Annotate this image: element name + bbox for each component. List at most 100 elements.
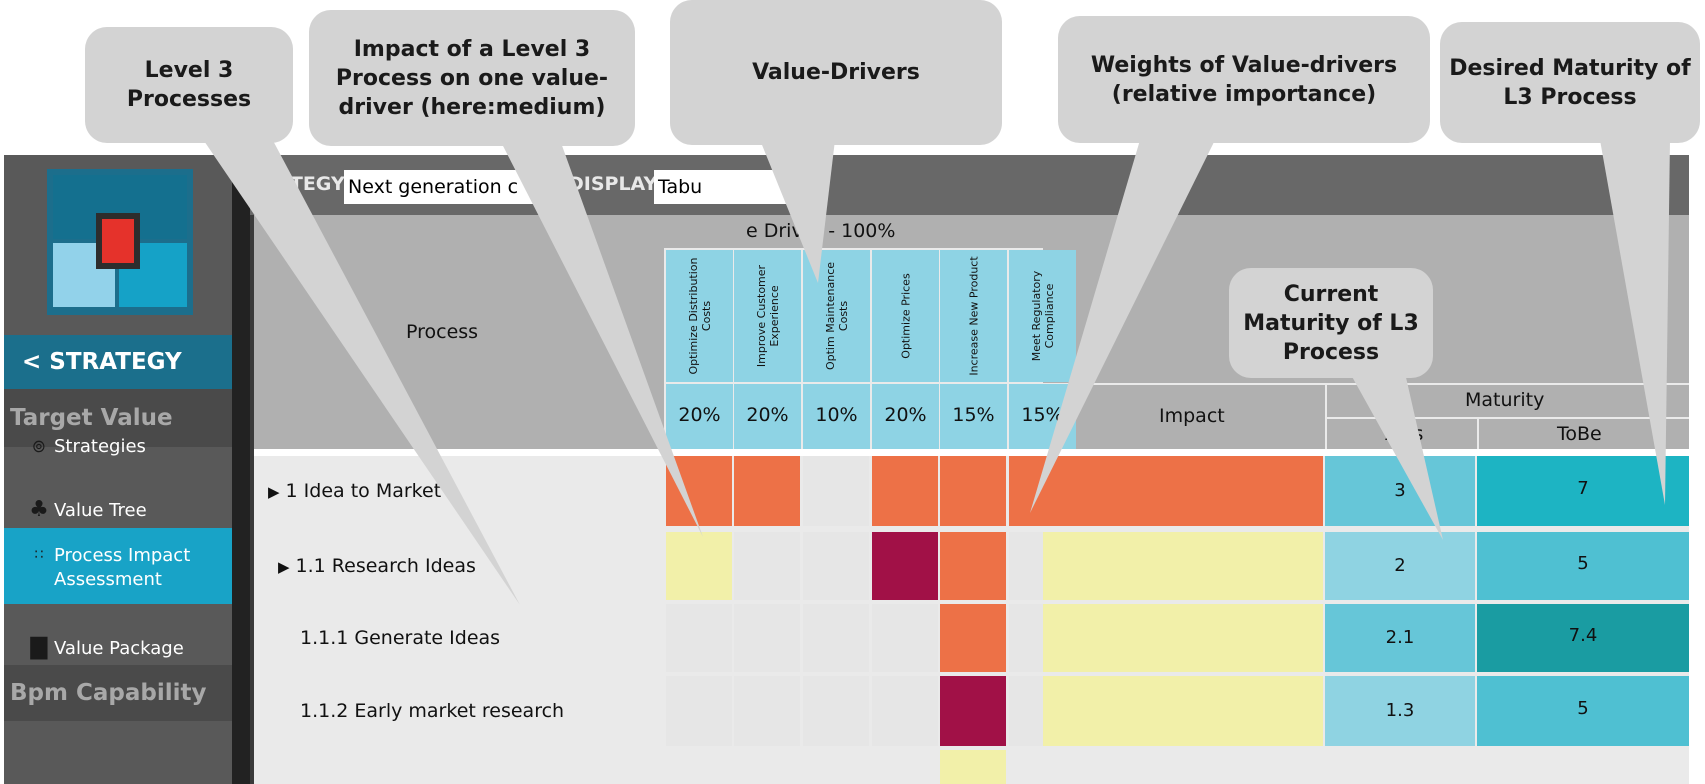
value-driver-name: Meet Regulatory Compliance [1029,270,1056,362]
impact-cell[interactable] [803,604,869,672]
impact-cell[interactable] [666,676,732,746]
sidebar-item-value-tree[interactable]: ♣ Value Tree [4,477,232,541]
back-to-strategy-link[interactable]: < STRATEGY [4,335,232,389]
impact-cell[interactable] [734,532,800,600]
impact-cell[interactable] [734,604,800,672]
asis-maturity-cell[interactable]: 2 [1325,532,1475,600]
value-driver-column-header[interactable]: Optimize Prices [872,250,939,382]
process-label[interactable]: 1.1.2 Early market research [300,700,564,722]
expand-arrow-icon[interactable]: ▶ [268,483,280,501]
strategy-search-input[interactable]: Next generation c [344,170,559,204]
process-header-label: Process [406,321,479,343]
app-logo [47,169,193,315]
process-name: 1 Idea to Market [285,480,442,502]
assessment-header-label: ent [1368,295,1400,317]
value-driver-weight[interactable]: 10% [803,384,870,449]
value-driver-weight[interactable]: 15% [940,384,1007,449]
value-driver-weight-label: 15% [1021,404,1064,426]
expand-arrow-icon[interactable]: ▶ [278,558,290,576]
value-driver-weight-label: 15% [952,404,995,426]
sidebar-item-label: Value Tree [54,500,147,521]
impact-cell[interactable] [666,456,732,526]
process-name: 1.1.2 Early market research [300,700,565,722]
maturity-header-label: Maturity [1465,389,1545,411]
tobe-maturity-cell[interactable]: 5 [1477,532,1689,600]
value-driver-weight-label: 20% [884,404,927,426]
process-label[interactable]: ▶1.1 Research Ideas [278,555,476,577]
total-impact-cell[interactable] [1043,604,1323,672]
value-driver-column-header[interactable]: Optim Maintenance Costs [803,250,870,382]
toolbar: RATEGY Next generation c 🔍︎ DISPLAY Tabu… [250,155,1689,215]
tobe-column-header: ToBe [1477,417,1689,449]
sidebar: < STRATEGY Target Value ๏ Strategies ♣ V… [4,155,232,784]
impact-cell[interactable] [872,676,938,746]
process-label[interactable]: 1.1.1 Generate Ideas [300,627,500,649]
value-driver-column-header[interactable]: Improve Customer Experience [734,250,801,382]
total-impact-cell[interactable] [1043,676,1323,746]
process-label[interactable]: ▶ 1 Idea to Market [268,480,441,502]
callout-value-drivers: Value-Drivers [670,0,1002,145]
tobe-header-label: ToBe [1557,423,1602,445]
impact-cell[interactable] [872,456,938,526]
sidebar-item-label: Value Package [54,638,184,659]
value-driver-group-label: e Driver - 100% [746,220,896,242]
impact-cell[interactable] [940,532,1006,600]
impact-cell[interactable] [940,456,1006,526]
chevron-down-icon[interactable]: ▼ [784,174,798,195]
impact-cell[interactable] [803,532,869,600]
tobe-maturity-cell[interactable]: 7 [1477,456,1689,526]
impact-cell[interactable] [666,532,732,600]
value-driver-column-header[interactable]: Increase New Product [940,250,1007,382]
callout-level3-processes: Level 3 Processes [85,27,293,143]
process-name: 1.1.1 Generate Ideas [300,627,501,649]
callout-desired-maturity: Desired Maturity of L3 Process [1440,22,1700,143]
sidebar-item-value-package[interactable]: ▇ Value Package [4,613,232,677]
callout-value-driver-weights: Weights of Value-drivers (relative impor… [1058,16,1430,143]
value-driver-name: Improve Customer Experience [754,264,781,368]
sidebar-item-process-impact-assessment[interactable]: ∷ Process Impact Assessment [4,528,232,604]
chart-icon: ▇ [30,635,48,660]
impact-cell[interactable] [734,676,800,746]
impact-cell[interactable] [734,456,800,526]
impact-cell[interactable] [872,532,938,600]
section-target-value[interactable]: Target Value [4,389,232,447]
impact-cell[interactable] [940,676,1006,746]
impact-cell[interactable] [940,604,1006,672]
asis-maturity-cell[interactable]: 1.3 [1325,676,1475,746]
value-driver-weight[interactable]: 15% [1009,384,1076,449]
asis-header-label: AsIs [1385,423,1424,445]
section-bpm-capability[interactable]: Bpm Capability [4,665,232,721]
maturity-header: Maturity [1325,383,1689,417]
tree-icon: ♣ [29,497,49,522]
tobe-maturity-cell[interactable]: 7.4 [1477,604,1689,672]
value-driver-column-header[interactable]: Optimize Distribution Costs [666,250,733,382]
asis-maturity-cell[interactable]: 3 [1325,456,1475,526]
value-driver-weight[interactable]: 20% [872,384,939,449]
tobe-maturity-cell[interactable]: 5 [1477,676,1689,746]
impact-cell[interactable] [666,604,732,672]
asis-maturity-cell[interactable]: 2.1 [1325,604,1475,672]
value-driver-weight-label: 10% [815,404,858,426]
value-driver-weight[interactable]: 20% [734,384,801,449]
impact-cell[interactable] [803,676,869,746]
sidebar-item-label: Strategies [54,436,146,457]
total-impact-cell[interactable] [1043,456,1323,526]
impact-cell[interactable] [940,750,1006,784]
value-driver-name: Increase New Product [967,256,980,376]
impact-cell[interactable] [803,456,869,526]
sidebar-item-strategies[interactable]: ๏ Strategies [4,413,232,477]
process-impact-table: Process e Driver - 100% ent Impact Matur… [254,215,1689,784]
strategy-input-value: Next generation c [348,176,519,198]
impact-cell[interactable] [872,604,938,672]
search-icon[interactable]: 🔍︎ [536,172,562,196]
value-driver-weight-label: 20% [678,404,721,426]
value-driver-weight[interactable]: 20% [666,384,733,449]
display-select-value: Tabu [658,176,703,198]
strategy-label: RATEGY [262,173,345,195]
value-driver-column-header[interactable]: Meet Regulatory Compliance [1009,250,1076,382]
total-impact-cell[interactable] [1043,532,1323,600]
